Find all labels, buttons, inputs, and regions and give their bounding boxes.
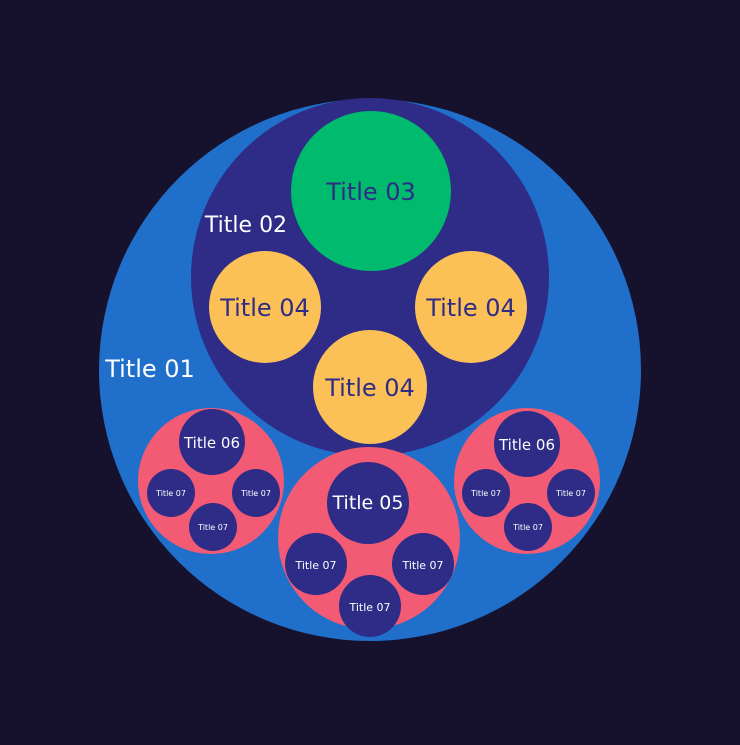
label-title-07-center-b: Title 07 (401, 559, 443, 572)
label-title-07-center-a: Title 07 (294, 559, 336, 572)
circle-title-07-center-b (392, 533, 454, 595)
label-title-04-right: Title 04 (425, 294, 516, 322)
circle-title-07-center-a (285, 533, 347, 595)
circle-title-06-left (179, 409, 245, 475)
label-title-03: Title 03 (325, 178, 416, 206)
circle-title-03 (291, 111, 451, 271)
label-title-07-left-a: Title 07 (155, 489, 186, 498)
circle-title-07-right-b (547, 469, 595, 517)
circle-title-05-center (327, 462, 409, 544)
circle-title-04-bottom (313, 330, 427, 444)
circle-title-06-right-group (454, 408, 600, 554)
circle-title-07-left-b (232, 469, 280, 517)
label-title-06-right: Title 06 (498, 436, 555, 454)
circle-title-07-right-c (504, 503, 552, 551)
circle-title-07-center-c (339, 575, 401, 637)
circle-title-06-left-group (138, 408, 284, 554)
label-title-06-left: Title 06 (183, 434, 240, 452)
label-title-04-bottom: Title 04 (324, 374, 415, 402)
label-title-04-left: Title 04 (219, 294, 310, 322)
circle-title-06-right (494, 411, 560, 477)
label-title-07-left-c: Title 07 (197, 523, 228, 532)
circle-title-07-left-c (189, 503, 237, 551)
label-title-07-right-b: Title 07 (555, 489, 586, 498)
label-title-07-left-b: Title 07 (240, 489, 271, 498)
circle-title-07-right-a (462, 469, 510, 517)
label-title-07-right-c: Title 07 (512, 523, 543, 532)
label-title-05: Title 05 (332, 492, 404, 514)
label-title-07-center-c: Title 07 (348, 601, 390, 614)
label-title-07-right-a: Title 07 (470, 489, 501, 498)
circle-title-02 (191, 98, 549, 456)
circle-title-07-left-a (147, 469, 195, 517)
label-title-02: Title 02 (204, 213, 287, 238)
circle-title-04-left (209, 251, 321, 363)
circle-title-04-right (415, 251, 527, 363)
label-title-01: Title 01 (104, 355, 195, 383)
